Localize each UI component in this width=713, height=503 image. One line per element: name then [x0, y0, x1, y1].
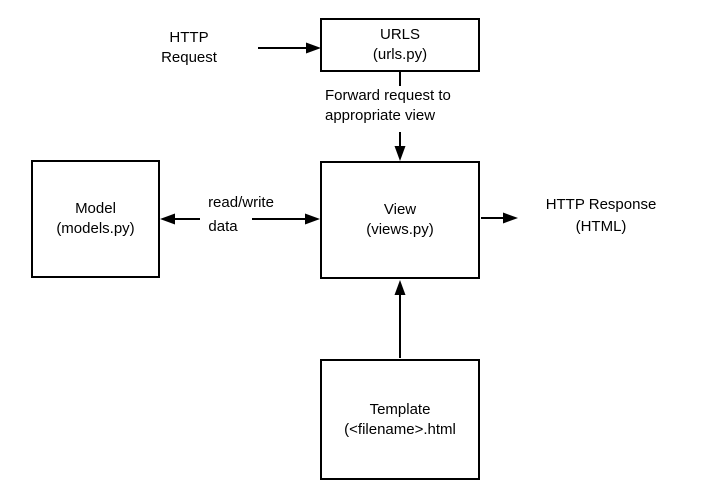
forward-request-label: Forward request to appropriate view — [325, 86, 451, 126]
view-box-title: View — [383, 201, 417, 218]
http-response-line1: HTTP Response — [545, 196, 657, 213]
http-request-label: HTTP Request — [139, 28, 239, 68]
forward-request-line1: Forward request to — [325, 87, 451, 104]
model-box-title: Model — [75, 200, 116, 217]
model-box-subtitle: (models.py) — [56, 220, 135, 237]
forward-request-line2: appropriate view — [325, 107, 436, 124]
http-request-line1: HTTP — [169, 29, 209, 46]
read-write-right-arrow — [252, 213, 320, 225]
http-response-line2: (HTML) — [575, 218, 627, 235]
forward-request-arrow — [394, 72, 406, 161]
http-response-arrow — [481, 212, 518, 224]
template-to-view-arrow — [394, 280, 406, 358]
read-write-line2: data — [208, 218, 238, 235]
view-box-subtitle: (views.py) — [366, 221, 434, 238]
read-write-data-label: data — [196, 217, 250, 237]
template-box-subtitle: (<filename>.html — [344, 420, 456, 438]
urls-box-title: URLS — [379, 26, 420, 43]
http-request-arrow — [258, 42, 321, 54]
urls-box-subtitle: (urls.py) — [372, 46, 428, 63]
read-write-line1: read/write — [208, 194, 274, 211]
http-response-label: HTTP Response (HTML) — [531, 194, 671, 238]
urls-box: URLS (urls.py) — [320, 18, 480, 72]
read-write-label: read/write — [197, 193, 285, 213]
http-request-line2: Request — [161, 49, 217, 66]
view-box: View (views.py) — [320, 161, 480, 279]
template-box: Template (<filename>.html — [320, 359, 480, 480]
model-box: Model (models.py) — [31, 160, 160, 278]
read-write-left-arrow — [160, 213, 200, 225]
template-box-title: Template — [369, 400, 431, 418]
